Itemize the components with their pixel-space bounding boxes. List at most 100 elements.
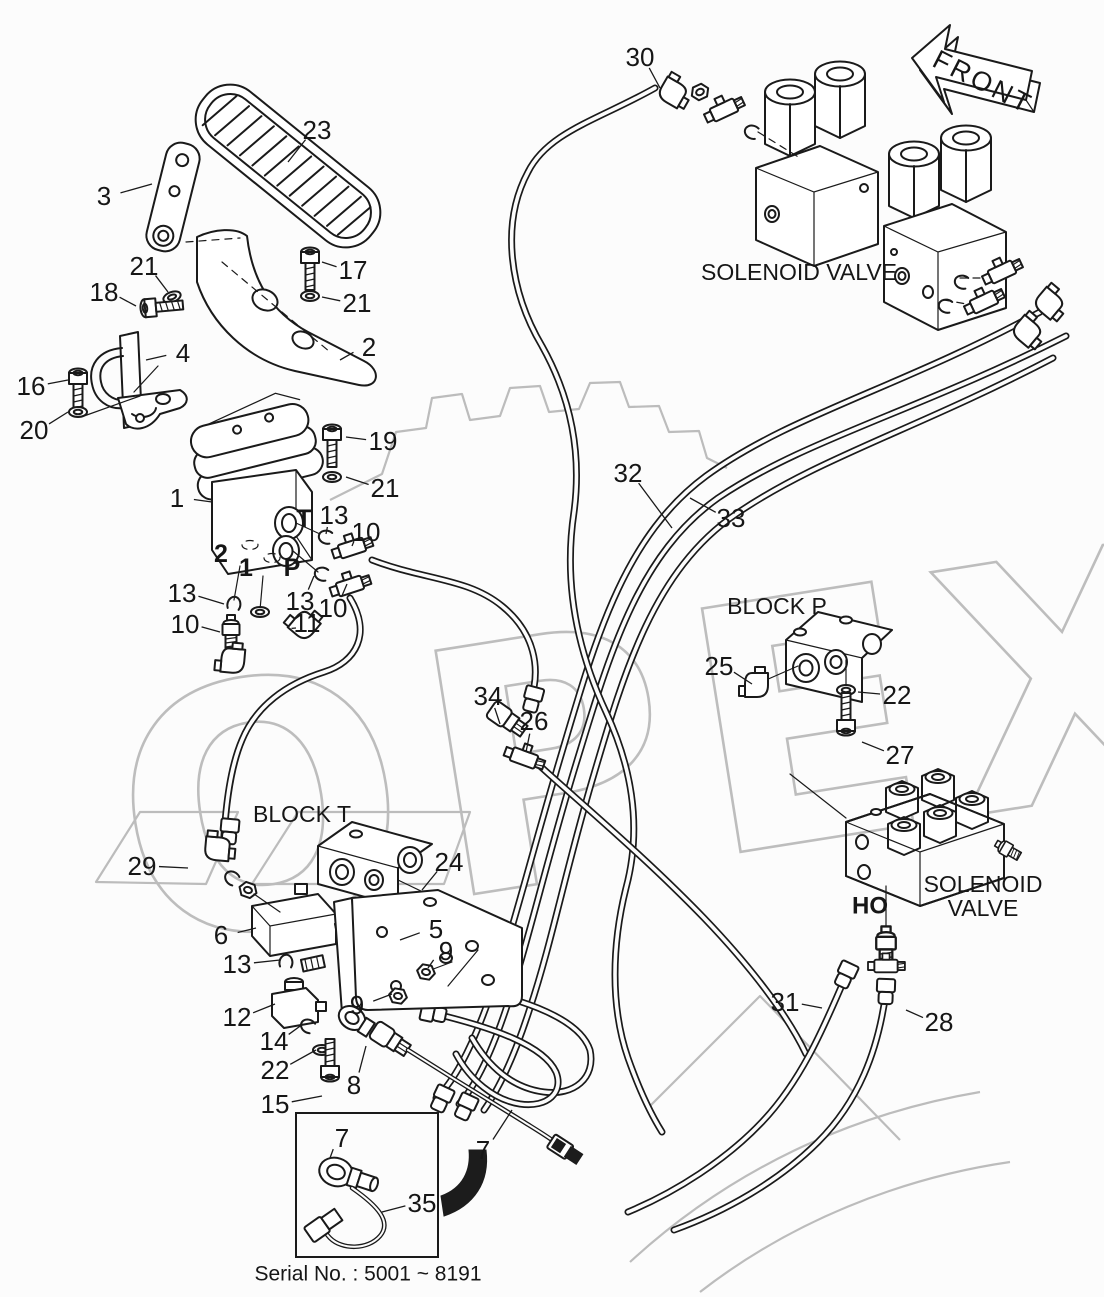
inset-detail-box [295, 1112, 439, 1258]
callout-leader-4 [145, 354, 167, 361]
callout-leader-9 [427, 959, 435, 969]
callout-leader-16 [47, 379, 69, 385]
harness-7 [337, 1005, 584, 1165]
washer-21-cylinder [322, 471, 342, 483]
callout-leader-15 [291, 1095, 323, 1103]
serial-note: Serial No. : 5001 ~ 8191 [254, 1263, 481, 1286]
callout-leader-7 [329, 1148, 334, 1159]
callout-leader-21 [321, 296, 341, 302]
callout-21: 21 [130, 251, 159, 281]
coupling-8 [367, 1019, 414, 1060]
front-arrow [911, 24, 1041, 115]
callout-31: 31 [771, 987, 800, 1017]
watermark-gear-teeth [329, 380, 728, 501]
callout-28: 28 [925, 1007, 954, 1037]
fitting-29 [203, 829, 281, 913]
callout-18: 18 [90, 277, 119, 307]
pedal-arm-2 [185, 229, 377, 387]
bolt-17 [300, 246, 320, 291]
callout-13: 13 [320, 500, 349, 530]
washer-13-p [312, 564, 330, 583]
callout-leader-13 [198, 595, 225, 605]
callout-10: 10 [171, 609, 200, 639]
master-cylinder-1 [189, 392, 324, 611]
callout-leader-7 [492, 1109, 513, 1140]
callout-leader-8 [358, 1045, 367, 1073]
solenoid-valve-right [883, 124, 1075, 353]
hose-layer [218, 84, 1070, 1234]
callout-7: 7 [335, 1123, 349, 1153]
callout-22: 22 [261, 1055, 290, 1085]
callout-leader-14 [288, 1023, 304, 1035]
callout-leader-5 [399, 932, 420, 941]
callout-leader-32 [638, 482, 673, 529]
callout-11: 11 [294, 608, 321, 638]
washer-13-t [316, 527, 334, 546]
callout-16: 16 [17, 371, 46, 401]
callout-leader-28 [905, 1009, 924, 1019]
callout-leader-19 [345, 436, 367, 441]
callout-leader-31 [801, 1003, 823, 1009]
callout-29: 29 [128, 851, 157, 881]
watermark-swoosh-1 [629, 1090, 981, 1263]
callout-leader-35 [381, 1205, 406, 1213]
block-p-label: BLOCK P [727, 593, 827, 619]
block-t [317, 821, 453, 953]
solenoid-valve-bottom-label-line2: VALVE [948, 895, 1019, 921]
callout-22: 22 [883, 680, 912, 710]
bracket-4 [90, 331, 188, 430]
callout-34: 34 [474, 681, 503, 711]
reference-arrow [440, 1149, 488, 1217]
callout-8: 8 [347, 1070, 361, 1100]
callout-6: 6 [214, 920, 228, 950]
callout-5: 5 [429, 914, 443, 944]
callout-3: 3 [97, 181, 111, 211]
callout-leader-10 [340, 583, 348, 598]
callout-7: 7 [476, 1135, 490, 1165]
solenoid-valve-top-label: SOLENOID VALVE [701, 259, 897, 285]
callout-10: 10 [319, 593, 348, 623]
block-p [765, 611, 893, 703]
callout-leader-33 [689, 497, 717, 513]
watermark-swoosh-3 [647, 994, 901, 1141]
solenoid-valve-bottom-label-line1: SOLENOID [924, 871, 1043, 897]
port-t-label: T [296, 505, 311, 533]
watermark-swoosh-2 [699, 1160, 1011, 1293]
callout-21: 21 [343, 288, 372, 318]
port-ho-label: HO [852, 893, 888, 920]
bracket-5 [333, 889, 523, 1014]
callout-leader-29 [158, 865, 189, 869]
callout-10: 10 [352, 517, 381, 547]
callout-14: 14 [260, 1026, 289, 1056]
bolt-19 [322, 423, 342, 468]
callout-13: 13 [168, 578, 197, 608]
callout-9: 9 [350, 990, 364, 1020]
solenoid-valve-bottom [789, 768, 1024, 974]
callout-13: 13 [286, 586, 315, 616]
callout-15: 15 [261, 1089, 290, 1119]
callout-leader-13 [307, 575, 315, 590]
callout-leader-34 [494, 707, 501, 725]
callout-leader-22 [857, 691, 881, 695]
callout-leader-1 [193, 498, 213, 503]
callout-32: 32 [614, 458, 643, 488]
callout-19: 19 [369, 426, 398, 456]
callout-leader-12 [252, 1003, 276, 1014]
callout-leader-2 [339, 351, 354, 361]
callout-13: 13 [223, 949, 252, 979]
washer-21-right [300, 290, 320, 302]
callout-1: 1 [170, 483, 184, 513]
callout-leader-21 [155, 275, 169, 293]
washer-13-mid [250, 606, 270, 618]
port-2-label: 2 [214, 540, 228, 568]
callout-21: 21 [371, 473, 400, 503]
pressure-switch-12 [271, 977, 327, 1029]
lever-3 [145, 141, 201, 253]
callout-25: 25 [705, 651, 734, 681]
callout-leader-10 [351, 540, 355, 547]
callout-leader-21 [345, 476, 369, 486]
pedal-pad-23 [194, 83, 382, 249]
watermark-shape-left [94, 810, 240, 886]
